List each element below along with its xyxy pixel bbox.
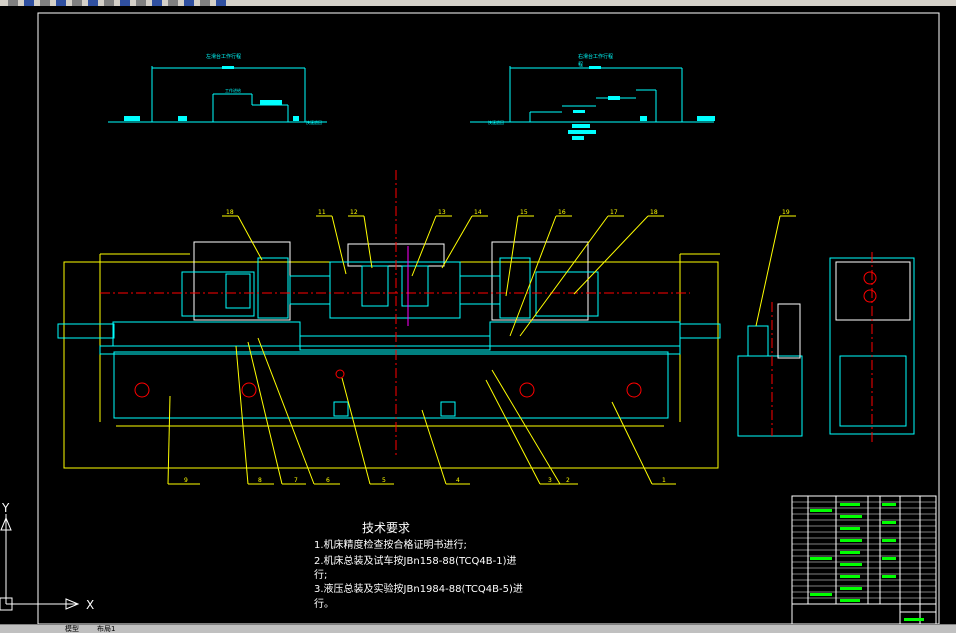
callout-top-3: 13 [438,209,446,216]
cycle-left-end: 快速退回 [306,119,322,125]
print-icon[interactable] [56,0,66,6]
tech-line-3: 3.液压总装及实验按JBn1984-88(TCQ4B-5)进 [314,582,523,595]
axis-y-label: Y [1,501,10,515]
callout-top-5: 15 [520,209,528,216]
callout-top-6: 16 [558,209,566,216]
callout-top-9: 19 [782,209,790,216]
zoom-icon[interactable] [168,0,178,6]
cycle-diagram-right: 右滑台工作行程 程 快速退回 [470,53,715,140]
callout-bottom-8: 1 [662,477,666,484]
save-icon[interactable] [40,0,50,6]
callout-top-8: 18 [650,209,658,216]
parts-list-table [791,495,937,624]
open-icon[interactable] [24,0,34,6]
cut-icon[interactable] [72,0,82,6]
tech-requirements: 技术要求 1.机床精度检查按合格证明书进行; 2.机床总装及试车按JBn158-… [314,521,523,610]
drawing-canvas[interactable]: 左滑台工作行程 工作进给 快速退回 右滑台工作行程 程 快速退回 [0,6,956,624]
callout-bottom-2: 7 [294,477,298,484]
cycle-right-title: 右滑台工作行程 [578,53,613,60]
machine-side-view [737,252,915,442]
copy-icon[interactable] [88,0,98,6]
toolbar [0,0,956,6]
cycle-diagram-left: 左滑台工作行程 工作进给 快速退回 [108,53,327,125]
callout-bottom-4: 5 [382,477,386,484]
drawing-frame [37,12,940,624]
cycle-left-feed: 工作进给 [225,87,241,93]
callouts-bottom: 9 8 7 6 5 4 3 2 1 [167,337,676,485]
callouts-top: 18 11 12 13 14 15 16 17 18 19 [222,209,796,337]
tab-layout1[interactable]: 布局1 [97,625,116,633]
undo-icon[interactable] [120,0,130,6]
tab-model[interactable]: 模型 [65,625,79,633]
callout-bottom-7: 2 [566,477,570,484]
tech-title: 技术要求 [362,521,410,535]
callout-top-1: 11 [318,209,326,216]
machine-front-view [57,170,721,469]
pan-icon[interactable] [152,0,162,6]
callout-bottom-3: 6 [326,477,330,484]
layout-tabs-bar: 模型 布局1 [0,624,956,633]
properties-icon[interactable] [184,0,194,6]
ucs-icon: Y X [0,501,94,612]
layer-icon[interactable] [200,0,210,6]
tech-line-4: 行。 [314,597,334,610]
new-icon[interactable] [8,0,18,6]
callout-top-7: 17 [610,209,618,216]
tech-line-0: 1.机床精度检查按合格证明书进行; [314,538,467,551]
cycle-right-stop: 快速退回 [488,119,504,125]
paste-icon[interactable] [104,0,114,6]
callout-top-0: 18 [226,209,234,216]
cycle-right-subtitle: 程 [578,61,583,68]
tech-line-1: 2.机床总装及试车按JBn158-88(TCQ4B-1)进 [314,554,516,567]
callout-bottom-5: 4 [456,477,460,484]
callout-bottom-0: 9 [184,477,188,484]
color-icon[interactable] [216,0,226,6]
axis-x-label: X [86,598,94,612]
callout-bottom-6: 3 [548,477,552,484]
callout-top-4: 14 [474,209,482,216]
tech-line-2: 行; [314,568,327,581]
callout-top-2: 12 [350,209,358,216]
callout-bottom-1: 8 [258,477,262,484]
redo-icon[interactable] [136,0,146,6]
cycle-left-title: 左滑台工作行程 [206,53,241,60]
